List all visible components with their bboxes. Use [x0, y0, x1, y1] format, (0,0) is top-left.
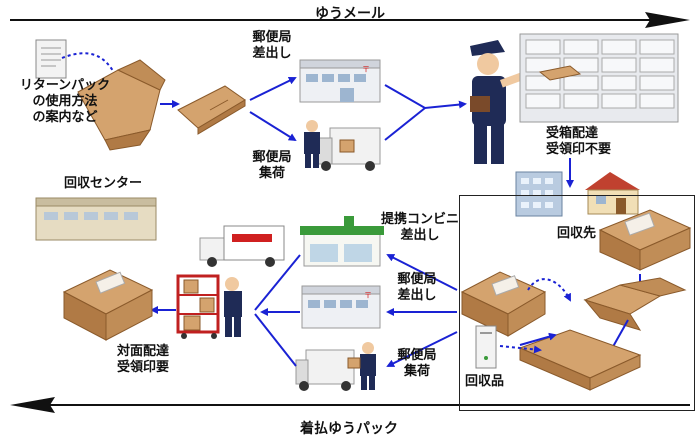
carrier-person-bottom [347, 342, 376, 390]
cargo-trolley [176, 274, 220, 339]
collected-pack-box [460, 271, 547, 337]
post-office-send-top-line-1: 郵便局 [252, 30, 292, 45]
guide-document-icon [35, 39, 67, 79]
collection-destination-frame [459, 195, 695, 411]
delivery-worker [224, 277, 242, 337]
face-to-face-line-1: 対面配達 [116, 344, 169, 359]
bottom-banner-arrow [10, 397, 690, 413]
svg-text:〒: 〒 [364, 291, 372, 300]
post-office-building-top: 〒 [299, 59, 381, 103]
top-banner-label: ゆうメール [315, 6, 385, 22]
returned-box-center [62, 269, 154, 341]
collection-destination-label: 回収先 [557, 226, 597, 241]
arrow-to-pickup-bottom [386, 331, 458, 367]
mailbox-cabinet [519, 33, 679, 123]
post-office-building-bottom: 〒 [301, 285, 381, 329]
arrow-box-to-flat [519, 332, 557, 346]
convenience-store-line-2: 差出し [400, 228, 440, 243]
dotted-arrow-item-to-box [499, 345, 542, 354]
top-banner-arrow [10, 12, 690, 28]
post-office-send-top-line-2: 差出し [252, 46, 292, 61]
collected-router-device [475, 325, 497, 369]
bottom-banner-label: 着払ゆうパック [300, 421, 398, 437]
mailbox-delivery-line-2: 受領印不要 [546, 142, 612, 157]
post-office-send-top-label: 郵便局 差出し [247, 30, 297, 62]
post-office-pickup-top-label: 郵便局 集荷 [247, 150, 297, 182]
arrow-to-convenience-store [386, 254, 458, 291]
flattened-open-box [518, 329, 642, 391]
convenience-store-label: 提携コンビニ 差出し [378, 212, 462, 244]
collection-center-building [35, 197, 157, 241]
carrier-person-top [304, 120, 320, 168]
return-guide-line-1: リターンパック [19, 78, 111, 93]
post-office-pickup-bottom-label: 郵便局 集荷 [392, 348, 442, 380]
pickup-truck-bottom [295, 349, 355, 391]
arrow-merge-left-top [254, 254, 301, 311]
post-office-send-bottom-line-2: 差出し [397, 288, 437, 303]
face-to-face-delivery-label: 対面配達 受領印要 [108, 344, 178, 376]
svg-text:〒: 〒 [362, 65, 370, 74]
arrow-merge-top [384, 84, 467, 110]
flat-return-pack [177, 85, 246, 135]
destination-box-top [598, 209, 692, 271]
convenience-store-line-1: 提携コンビニ [380, 212, 459, 227]
apartment-building-icon [515, 171, 563, 217]
post-office-pickup-bottom-line-1: 郵便局 [397, 348, 437, 363]
collection-center-label: 回収センター [64, 176, 143, 191]
face-to-face-line-2: 受領印要 [116, 360, 169, 375]
arrow-to-pickup-top [249, 111, 297, 142]
convenience-store-building [300, 216, 384, 267]
return-guide-line-2: の使用方法 [32, 94, 98, 109]
collected-item-label: 回収品 [465, 374, 505, 389]
post-office-pickup-top-line-1: 郵便局 [252, 150, 292, 165]
pickup-truck-top [317, 127, 381, 171]
arrow-to-post-office-top [249, 77, 297, 101]
post-office-pickup-bottom-line-2: 集荷 [403, 364, 430, 379]
mailbox-delivery-label: 受箱配達 受領印不要 [546, 126, 611, 158]
post-office-send-bottom-label: 郵便局 差出し [392, 272, 442, 304]
return-guide-label: リターンパック の使用方法 の案内など [10, 78, 120, 126]
delivery-truck [199, 225, 285, 267]
dotted-arrow-fold [527, 278, 571, 302]
open-return-box [77, 59, 166, 151]
mailbox-delivery-line-1: 受箱配達 [546, 126, 599, 141]
return-guide-line-3: の案内など [32, 110, 98, 125]
house-icon [585, 172, 640, 215]
mail-carrier-person [470, 40, 531, 164]
arrow-merge-bottom [384, 107, 426, 141]
post-office-pickup-top-line-2: 集荷 [258, 166, 285, 181]
post-office-send-bottom-line-1: 郵便局 [397, 272, 437, 287]
arrow-merge-left-bottom [254, 313, 297, 367]
